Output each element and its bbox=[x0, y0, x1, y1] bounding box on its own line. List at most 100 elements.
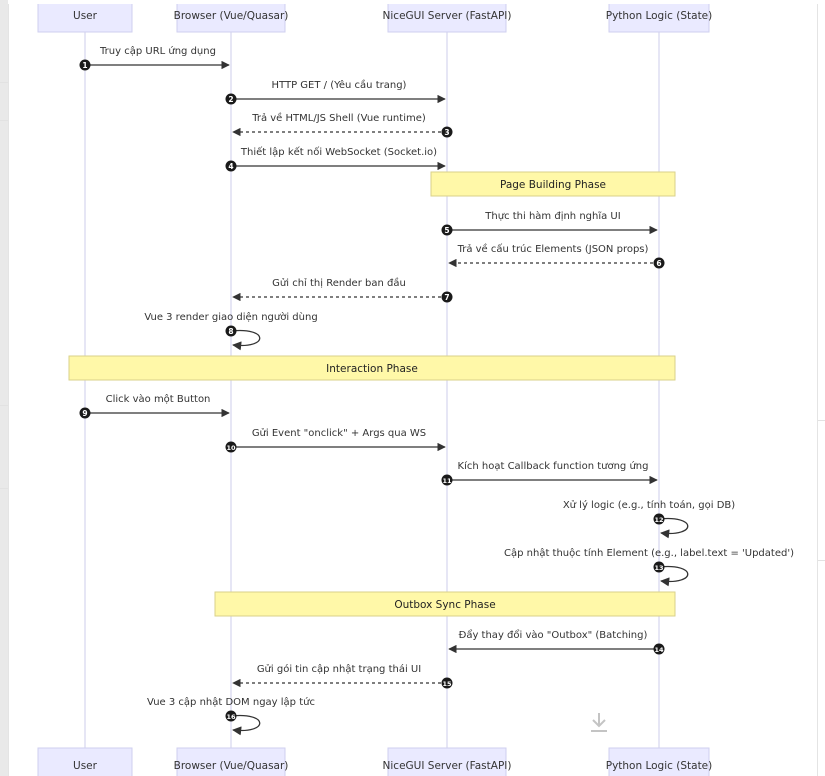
message-label: Truy cập URL ứng dụng bbox=[99, 45, 216, 57]
step-badge bbox=[441, 126, 453, 138]
participant-box-logic-bottom[interactable] bbox=[608, 747, 710, 776]
step-badge bbox=[79, 59, 91, 71]
backdrop-divider bbox=[0, 120, 8, 121]
message-label: Xử lý logic (e.g., tính toán, gọi DB) bbox=[563, 499, 735, 511]
phase-label: Interaction Phase bbox=[326, 363, 418, 375]
step-number: 9 bbox=[82, 409, 87, 418]
message-14: Đẩy thay đổi vào "Outbox" (Batching) 14 bbox=[448, 628, 665, 655]
backdrop-divider bbox=[0, 488, 8, 489]
participant-label-server-bottom: NiceGUI Server (FastAPI) bbox=[383, 760, 512, 772]
phase-label: Outbox Sync Phase bbox=[394, 599, 495, 611]
message-label: Gửi chỉ thị Render ban đầu bbox=[272, 277, 406, 289]
message-10: Gửi Event "onclick" + Args qua WS 10 bbox=[225, 427, 446, 453]
participant-label-logic-top: Python Logic (State) bbox=[606, 10, 713, 22]
step-number: 13 bbox=[654, 564, 663, 572]
message-9: Click vào một Button 9 bbox=[79, 393, 230, 419]
participant-label-browser-top: Browser (Vue/Quasar) bbox=[174, 10, 289, 22]
step-badge bbox=[225, 325, 237, 337]
message-label: Vue 3 cập nhật DOM ngay lập tức bbox=[147, 696, 315, 708]
message-12: Xử lý logic (e.g., tính toán, gọi DB) 12 bbox=[563, 499, 735, 539]
message-label: Vue 3 render giao diện người dùng bbox=[144, 311, 317, 323]
participant-box-browser-top[interactable] bbox=[176, 4, 286, 33]
message-4: Thiết lập kết nối WebSocket (Socket.io) 4 bbox=[225, 146, 446, 172]
backdrop-divider bbox=[816, 560, 825, 561]
phase-box bbox=[430, 171, 676, 197]
backdrop-divider bbox=[816, 420, 825, 421]
participant-box-user-top[interactable] bbox=[37, 4, 133, 33]
message-label: Trả về HTML/JS Shell (Vue runtime) bbox=[251, 112, 426, 124]
download-arrow-icon[interactable] bbox=[587, 710, 611, 734]
step-badge bbox=[225, 441, 237, 453]
participant-box-user-bottom[interactable] bbox=[37, 747, 133, 776]
step-number: 4 bbox=[228, 162, 233, 171]
step-badge bbox=[441, 474, 453, 486]
message-5: Thực thi hàm định nghĩa UI 5 bbox=[441, 210, 658, 236]
left-gutter bbox=[0, 0, 8, 776]
phase-box bbox=[68, 355, 676, 381]
message-11: Kích hoạt Callback function tương ứng 11 bbox=[441, 460, 658, 486]
message-15: Gửi gói tin cập nhật trạng thái UI 15 bbox=[232, 663, 453, 689]
message-label: Gửi gói tin cập nhật trạng thái UI bbox=[257, 663, 421, 675]
message-label: Thực thi hàm định nghĩa UI bbox=[484, 210, 620, 222]
participant-box-browser-bottom[interactable] bbox=[176, 747, 286, 776]
message-16: Vue 3 cập nhật DOM ngay lập tức 16 bbox=[147, 696, 315, 736]
step-badge bbox=[225, 93, 237, 105]
message-label: HTTP GET / (Yêu cầu trang) bbox=[272, 79, 407, 91]
step-badge bbox=[441, 224, 453, 236]
message-label: Gửi Event "onclick" + Args qua WS bbox=[252, 427, 426, 439]
self-arrow bbox=[230, 329, 261, 351]
participant-label-user-bottom: User bbox=[73, 760, 98, 772]
participant-label-browser-bottom: Browser (Vue/Quasar) bbox=[174, 760, 289, 772]
phase-label: Page Building Phase bbox=[500, 179, 606, 191]
step-badge bbox=[225, 160, 237, 172]
step-number: 1 bbox=[82, 61, 87, 70]
message-label: Click vào một Button bbox=[106, 393, 211, 405]
step-number: 15 bbox=[442, 680, 452, 688]
participant-label-server-top: NiceGUI Server (FastAPI) bbox=[383, 10, 512, 22]
participant-label-logic-bottom: Python Logic (State) bbox=[606, 760, 713, 772]
step-number: 16 bbox=[226, 713, 236, 721]
participant-box-server-top[interactable] bbox=[387, 4, 507, 33]
step-number: 2 bbox=[228, 95, 233, 104]
message-7: Gửi chỉ thị Render ban đầu 7 bbox=[232, 277, 453, 303]
message-8: Vue 3 render giao diện người dùng 8 bbox=[144, 311, 318, 351]
step-number: 5 bbox=[444, 226, 449, 235]
step-badge bbox=[441, 677, 453, 689]
self-arrow bbox=[658, 517, 689, 539]
message-1: Truy cập URL ứng dụng 1 bbox=[79, 45, 230, 71]
message-label: Kích hoạt Callback function tương ứng bbox=[458, 460, 649, 472]
message-2: HTTP GET / (Yêu cầu trang) 2 bbox=[225, 79, 446, 105]
message-label: Đẩy thay đổi vào "Outbox" (Batching) bbox=[459, 628, 648, 641]
step-number: 6 bbox=[656, 259, 661, 268]
phase-box bbox=[214, 591, 676, 617]
message-13: Cập nhật thuộc tính Element (e.g., label… bbox=[504, 547, 794, 587]
backdrop-divider bbox=[0, 405, 8, 406]
step-badge bbox=[441, 291, 453, 303]
step-number: 11 bbox=[442, 477, 452, 485]
step-number: 8 bbox=[228, 327, 233, 336]
participant-label-user-top: User bbox=[73, 10, 98, 22]
step-number: 7 bbox=[444, 293, 449, 302]
step-number: 3 bbox=[444, 128, 449, 137]
step-badge bbox=[653, 513, 665, 525]
participant-box-logic-top[interactable] bbox=[608, 4, 710, 33]
message-6: Trả về cấu trúc Elements (JSON props) 6 bbox=[448, 243, 665, 269]
step-number: 12 bbox=[654, 516, 663, 524]
message-label: Trả về cấu trúc Elements (JSON props) bbox=[457, 243, 649, 255]
participant-box-server-bottom[interactable] bbox=[387, 747, 507, 776]
self-arrow bbox=[658, 565, 689, 587]
step-badge bbox=[79, 407, 91, 419]
step-badge bbox=[653, 643, 665, 655]
step-badge bbox=[653, 257, 665, 269]
step-number: 14 bbox=[654, 646, 664, 654]
self-arrow bbox=[230, 714, 261, 736]
step-badge bbox=[653, 561, 665, 573]
step-number: 10 bbox=[226, 444, 236, 452]
step-badge bbox=[225, 710, 237, 722]
message-label: Cập nhật thuộc tính Element (e.g., label… bbox=[504, 547, 794, 559]
message-3: Trả về HTML/JS Shell (Vue runtime) 3 bbox=[232, 112, 453, 138]
backdrop-divider bbox=[0, 82, 8, 83]
message-label: Thiết lập kết nối WebSocket (Socket.io) bbox=[240, 146, 437, 158]
